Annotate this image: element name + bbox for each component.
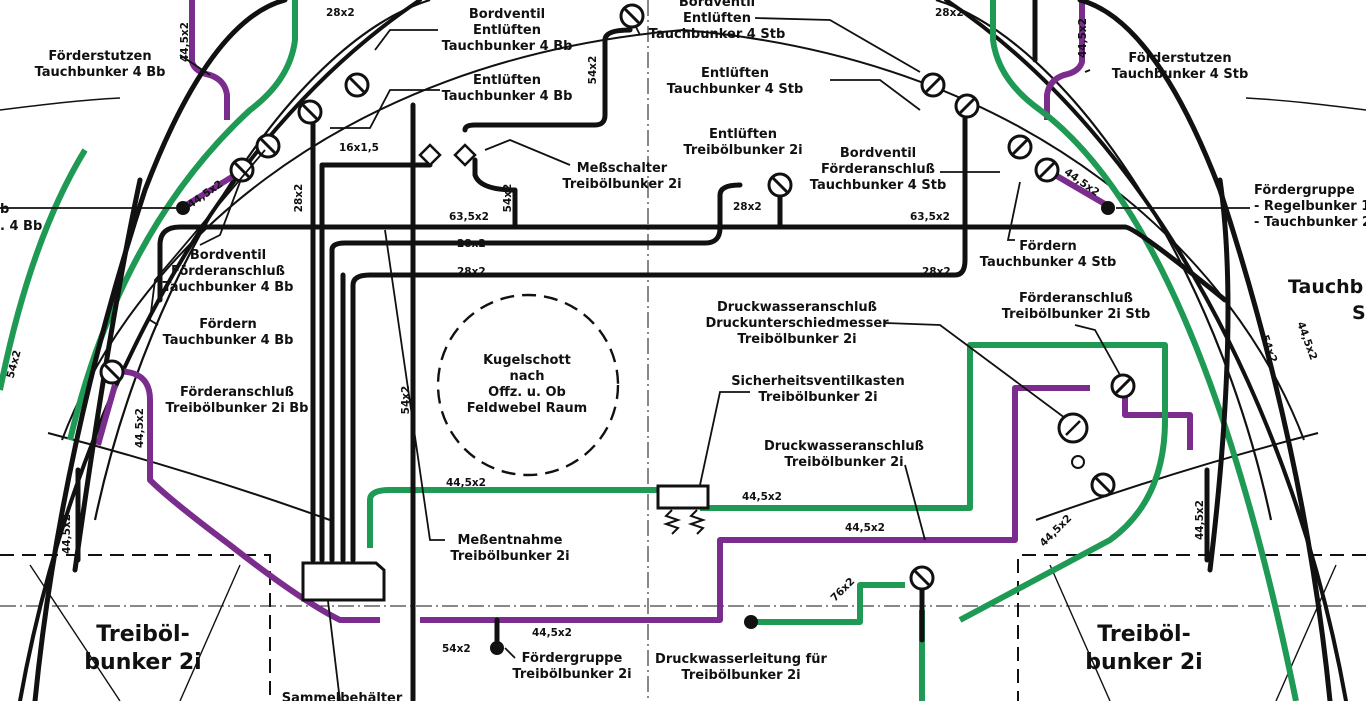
svg-text:28x2: 28x2 [457,266,486,278]
collector-tank-icon [301,561,386,602]
svg-text:b. 4 Bb: b. 4 Bb [0,202,42,234]
svg-text:44,5x2: 44,5x2 [532,627,572,639]
svg-text:44,5x2: 44,5x2 [134,408,146,448]
svg-text:63,5x2: 63,5x2 [910,211,950,223]
svg-text:44,5x2: 44,5x2 [1294,320,1319,362]
valve-top [619,3,645,29]
svg-text:54x2: 54x2 [400,386,412,415]
svg-text:63,5x2: 63,5x2 [449,211,489,223]
svg-text:44,5x2: 44,5x2 [61,514,73,554]
svg-text:28x2: 28x2 [935,7,964,19]
svg-text:44,5x2: 44,5x2 [179,22,191,62]
svg-text:44,5x2: 44,5x2 [845,522,885,534]
svg-text:44,5x2: 44,5x2 [1194,500,1206,540]
colored-lines [0,0,1299,701]
svg-text:28x2: 28x2 [457,238,486,250]
kugelschott-circle [436,293,620,477]
valve-bb-4 [229,157,255,183]
svg-text:54x2: 54x2 [1258,333,1279,364]
svg-text:76x2: 76x2 [828,575,857,604]
filter-icon [418,143,477,167]
valve-stb-2 [954,93,980,119]
valve-stb-1 [920,72,946,98]
svg-text:Treiböl-bunker 2i: Treiböl-bunker 2i [1085,622,1202,675]
junction-dots [176,201,1115,655]
svg-text:16x1,5: 16x1,5 [339,142,379,154]
svg-text:28x2: 28x2 [293,184,305,213]
svg-text:54x2: 54x2 [502,184,514,213]
valve-bb-2 [344,72,370,98]
valve-stb-3 [1007,134,1033,160]
svg-text:54x2: 54x2 [587,56,599,85]
valve-druckwasser [909,565,935,591]
svg-text:28x2: 28x2 [733,201,762,213]
valve-diff-low [1090,472,1116,498]
svg-text:28x2: 28x2 [326,7,355,19]
svg-text:Treiböl-bunker 2i: Treiböl-bunker 2i [84,622,201,675]
svg-text:Fördergruppe- Regelbunker 1- T: Fördergruppe- Regelbunker 1- Tauchbunker… [1254,183,1366,230]
svg-text:44,5x2: 44,5x2 [446,477,486,489]
valve-bb-3 [255,133,281,159]
svg-text:Sammelbehälter: Sammelbehälter [282,691,403,701]
svg-text:28x2: 28x2 [922,266,951,278]
svg-text:54x2: 54x2 [442,643,471,655]
safety-valve-box-icon [656,484,710,535]
svg-text:44,5x2: 44,5x2 [1077,18,1089,58]
valve-entlueften [767,172,793,198]
valve-foerderanschluss-bb [99,359,125,385]
svg-text:44,5x2: 44,5x2 [185,178,225,211]
black-pipes [32,0,1333,701]
valve-bb-1 [297,99,323,125]
gauge-icon [1057,412,1089,469]
leader-lines [0,17,1250,701]
valve-foerderanschluss-stb [1110,373,1136,399]
valves [99,3,1136,655]
valve-stb-4 [1034,157,1060,183]
svg-text:44,5x2: 44,5x2 [742,491,782,503]
